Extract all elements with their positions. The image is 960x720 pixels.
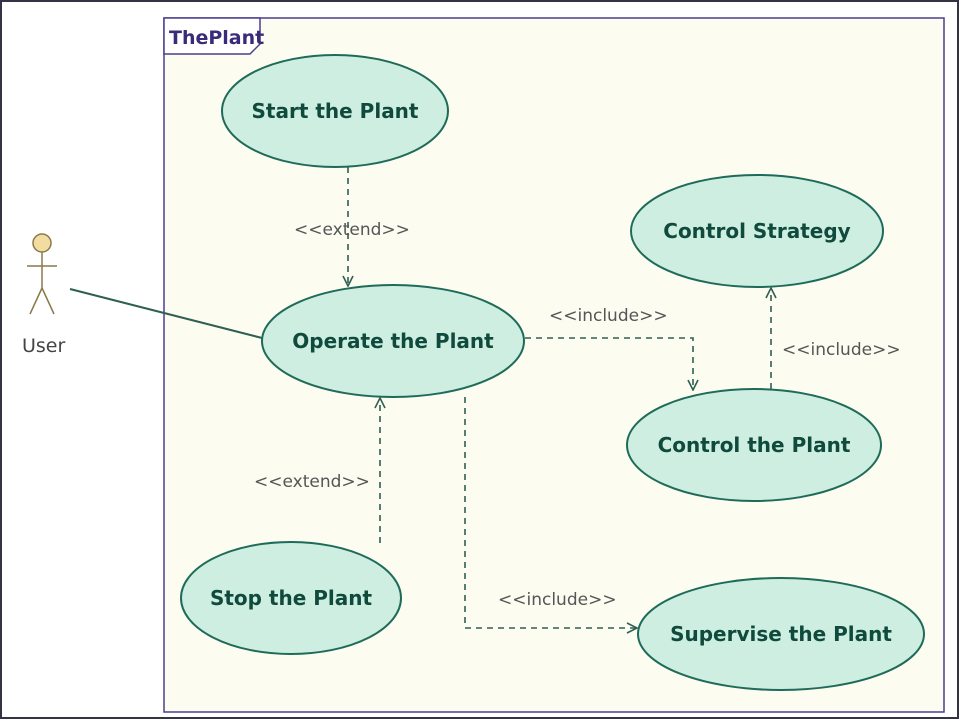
use-case-start-shape	[221, 54, 449, 168]
include-operate-control	[525, 337, 693, 390]
actor-label: User	[22, 335, 65, 357]
use-case-start[interactable]: Start the Plant	[221, 54, 449, 168]
use-case-control-strategy-label: Control Strategy	[663, 219, 850, 243]
use-case-supervise-shape	[637, 577, 925, 691]
use-case-supervise-label: Supervise the Plant	[670, 622, 892, 646]
association-user-operate	[69, 288, 263, 339]
actor-left-leg	[29, 287, 43, 315]
use-case-supervise[interactable]: Supervise the Plant	[637, 577, 925, 691]
use-case-control[interactable]: Control the Plant	[626, 388, 882, 502]
include-label-control: <<include>>	[549, 306, 668, 326]
use-case-control-strategy[interactable]: Control Strategy	[630, 174, 884, 288]
use-case-stop-label: Stop the Plant	[210, 586, 373, 610]
use-case-operate[interactable]: Operate the Plant	[261, 284, 525, 398]
include-operate-supervise	[464, 397, 637, 628]
use-case-control-strategy-shape	[630, 174, 884, 288]
extend-label-start: <<extend>>	[294, 220, 410, 240]
use-case-start-label: Start the Plant	[252, 99, 419, 123]
include-label-supervise: <<include>>	[498, 590, 617, 610]
use-case-stop-shape	[180, 541, 402, 655]
system-name-tab	[163, 17, 261, 55]
use-case-stop[interactable]: Stop the Plant	[180, 541, 402, 655]
actor-user[interactable]: User	[22, 233, 65, 357]
extend-label-stop: <<extend>>	[254, 472, 370, 492]
include-label-strategy: <<include>>	[782, 340, 901, 360]
actor-right-leg	[41, 287, 55, 315]
actor-head-icon	[32, 233, 52, 253]
use-case-control-label: Control the Plant	[658, 433, 851, 457]
use-case-control-shape	[626, 388, 882, 502]
use-case-operate-label: Operate the Plant	[292, 329, 494, 353]
system-name: ThePlant	[169, 27, 264, 49]
use-case-operate-shape	[261, 284, 525, 398]
